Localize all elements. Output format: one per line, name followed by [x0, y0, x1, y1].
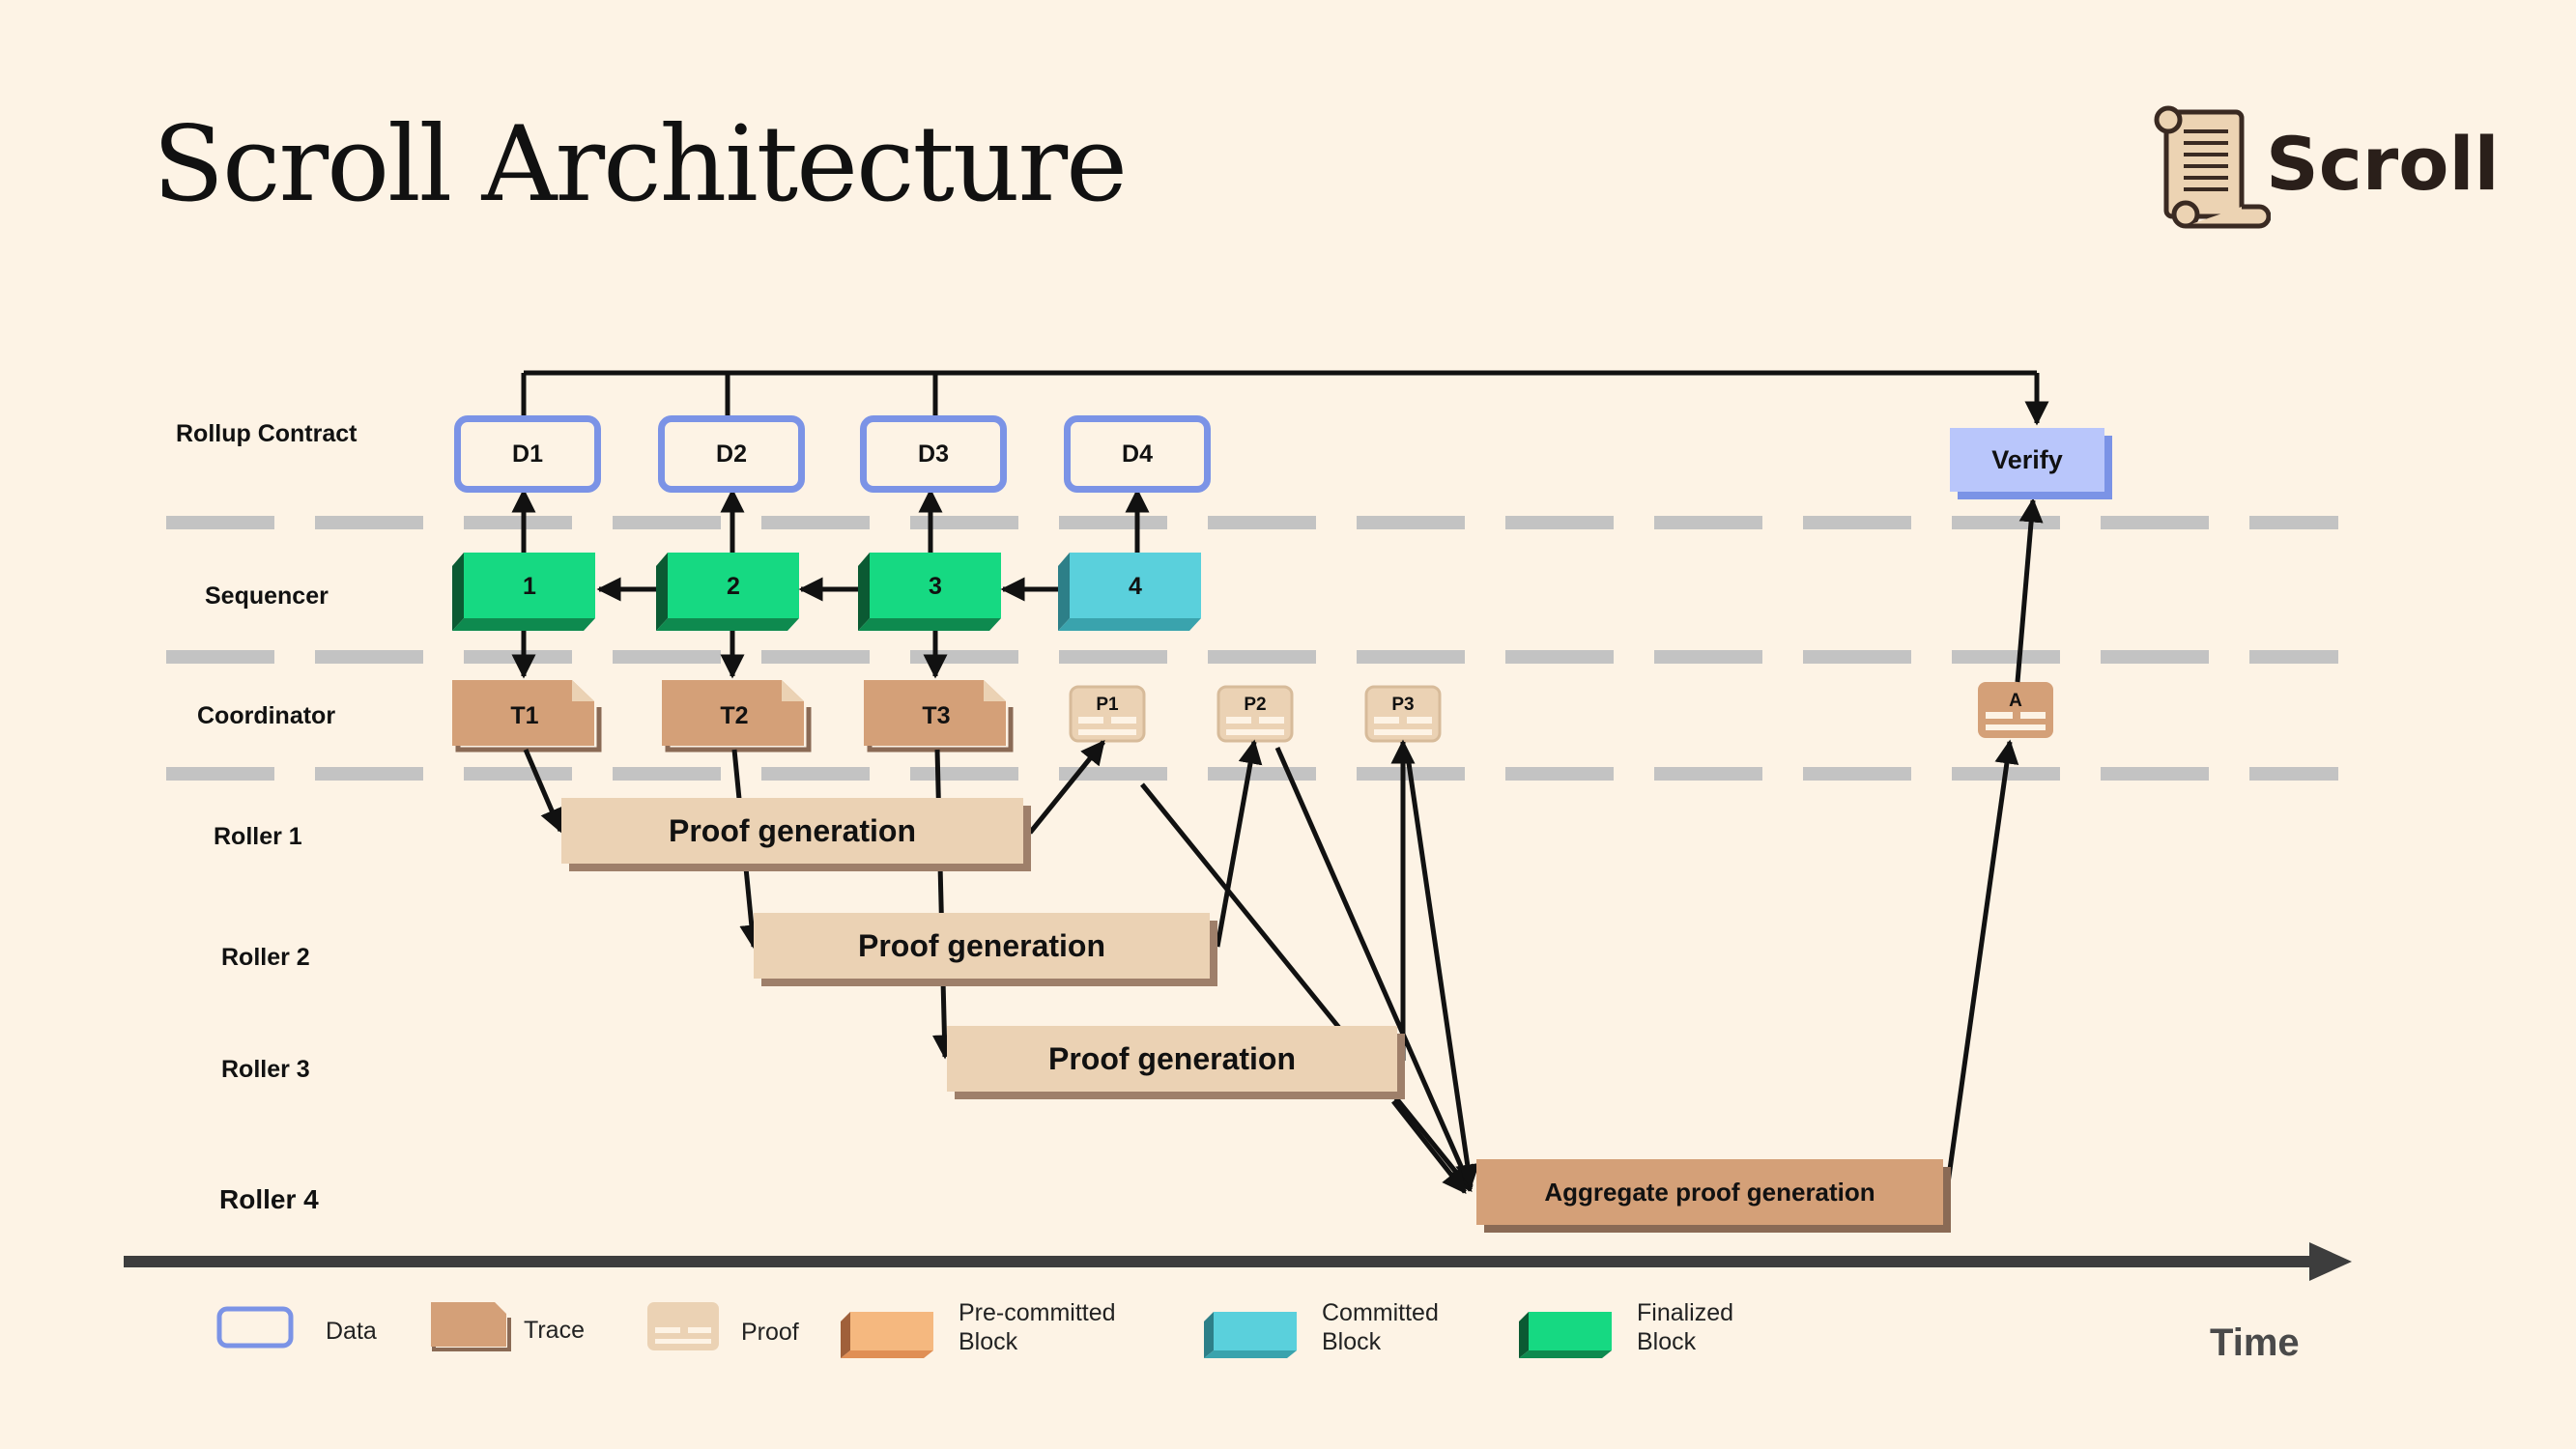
- block-label-4: 4: [1129, 573, 1142, 600]
- page-title: Scroll Architecture: [153, 104, 1128, 225]
- lane-label-rollup-contract: Rollup Contract: [176, 420, 358, 447]
- trace-shape: [864, 680, 1014, 753]
- aggregate-proof-marker: [1978, 682, 2053, 738]
- block-label-1: 1: [523, 573, 536, 600]
- legend-swatches: [216, 1302, 1612, 1358]
- data-box-d2: D2: [658, 415, 805, 493]
- lane-label-roller-1: Roller 1: [214, 823, 302, 850]
- legend-data-label: Data: [326, 1318, 377, 1345]
- verify-box: Verify: [1950, 428, 2104, 492]
- trace-shape: [662, 680, 812, 753]
- data-box-d1: D1: [454, 415, 601, 493]
- trace-label-t3: T3: [922, 702, 951, 729]
- time-axis: [124, 1242, 2352, 1281]
- data-box-d4: D4: [1064, 415, 1211, 493]
- legend-proof-label: Proof: [741, 1319, 799, 1346]
- legend-trace-label: Trace: [524, 1317, 585, 1344]
- data-to-verify-connector: [521, 370, 2049, 426]
- aggregate-proof-generation: Aggregate proof generation: [1476, 1159, 1943, 1225]
- lane-label-roller-2: Roller 2: [221, 944, 310, 971]
- block-label-2: 2: [727, 573, 740, 600]
- data-box-d3: D3: [860, 415, 1007, 493]
- proof-generation-roller-3: Proof generation: [947, 1026, 1397, 1092]
- proof-label-p1: P1: [1096, 695, 1119, 715]
- scroll-logo-icon: [2154, 105, 2271, 229]
- lane-label-roller-4: Roller 4: [219, 1184, 319, 1214]
- proof-label-p2: P2: [1244, 695, 1267, 715]
- lane-label-sequencer: Sequencer: [205, 582, 329, 610]
- lane-label-roller-3: Roller 3: [221, 1056, 310, 1083]
- lane-label-coordinator: Coordinator: [197, 702, 336, 729]
- block-label-3: 3: [929, 573, 942, 600]
- brand-name: Scroll: [2266, 121, 2500, 207]
- proof-generation-roller-2: Proof generation: [754, 913, 1210, 979]
- trace-label-t1: T1: [510, 702, 539, 729]
- trace-label-t2: T2: [720, 702, 749, 729]
- proof-label-p3: P3: [1391, 695, 1415, 715]
- sequencer-block-1: [452, 553, 595, 631]
- proof-generation-roller-1: Proof generation: [561, 798, 1023, 864]
- sequencer-block-2: [656, 553, 799, 631]
- sequencer-block-3: [858, 553, 1001, 631]
- aggregate-marker-label: A: [2009, 691, 2022, 711]
- sequencer-block-4: [1058, 553, 1201, 631]
- time-axis-label: Time: [2210, 1321, 2300, 1364]
- trace-shape: [452, 680, 602, 753]
